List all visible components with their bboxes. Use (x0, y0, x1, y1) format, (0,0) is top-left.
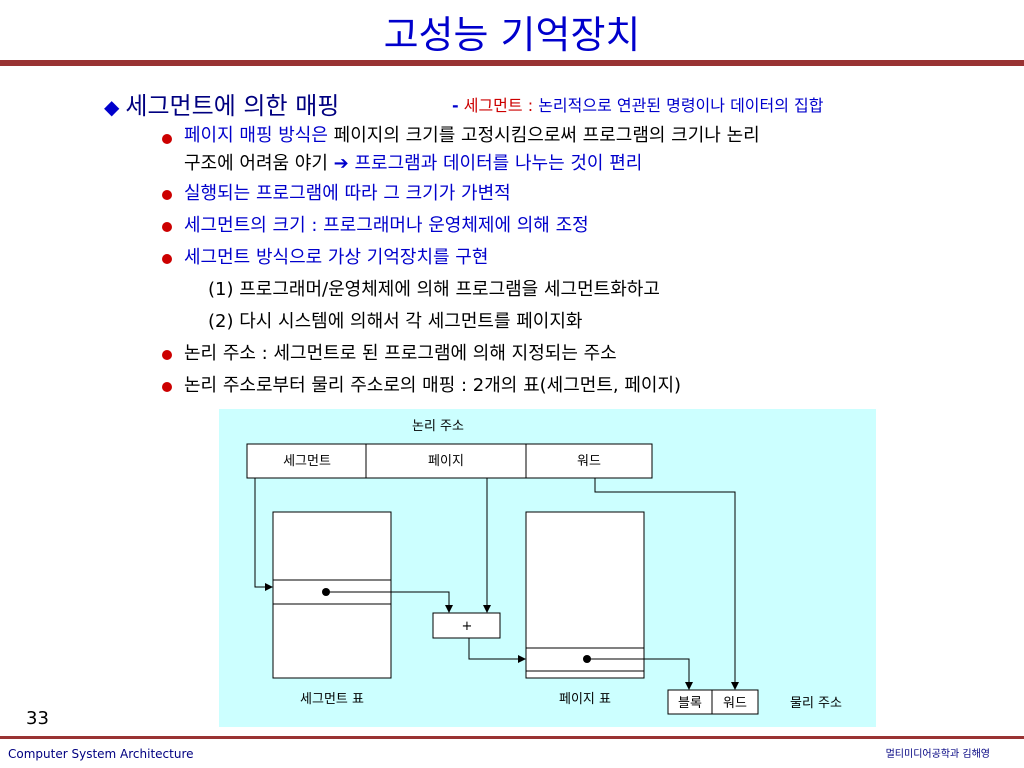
note-description: 논리적으로 연관된 명령이나 데이터의 집합 (538, 96, 824, 115)
red-dot-bullet-icon (162, 190, 172, 200)
segment-definition-note: - 세그먼트 : 논리적으로 연관된 명령이나 데이터의 집합 (452, 92, 824, 116)
list-item: 논리 주소로부터 물리 주소로의 매핑 : 2개의 표(세그먼트, 페이지) (160, 370, 980, 402)
red-dot-bullet-icon (162, 134, 172, 144)
page-field: 페이지 (428, 454, 464, 469)
item-text-line2: 구조에 어려움 야기 (184, 153, 334, 174)
adder-to-page-table-arrow (468, 638, 526, 663)
segment-to-table-arrow (254, 478, 273, 591)
list-item: 페이지 매핑 방식은 페이지의 크기를 고정시킴으로써 프로그램의 크기나 논리… (160, 122, 980, 178)
item-text: 논리 주소로부터 물리 주소로의 매핑 : 2개의 표(세그먼트, 페이지) (184, 375, 682, 396)
physical-address-box (667, 689, 759, 715)
page-number: 33 (26, 708, 49, 729)
bullet-list: 페이지 매핑 방식은 페이지의 크기를 고정시킴으로써 프로그램의 크기나 논리… (160, 122, 980, 402)
physical-word-field: 워드 (723, 696, 747, 711)
word-field-arrow (594, 478, 739, 690)
red-dot-bullet-icon (162, 350, 172, 360)
title-divider (0, 60, 1024, 66)
segment-table-label: 세그먼트 표 (300, 692, 364, 707)
item-text: 논리 주소 : 세그먼트로 된 프로그램에 의해 지정되는 주소 (184, 343, 617, 364)
address-mapping-diagram: 논리 주소 세그먼트 페이지 워드 세그먼트 표 페이지 표 + 블록 워드 물… (219, 409, 876, 727)
list-item: 세그먼트의 크기 : 프로그래머나 운영체제에 의해 조정 (160, 210, 980, 242)
item-highlight-line2: 프로그램과 데이터를 나누는 것이 편리 (348, 153, 643, 174)
main-bullet-text: 세그먼트에 의한 매핑 (125, 92, 340, 120)
adder-box (432, 612, 501, 639)
page-table (525, 511, 645, 679)
list-item: 세그먼트 방식으로 가상 기억장치를 구현 (160, 242, 980, 274)
sub-item: (2) 다시 시스템에 의해서 각 세그먼트를 페이지화 (208, 311, 583, 332)
item-text: 세그먼트 방식으로 가상 기억장치를 구현 (184, 247, 489, 268)
segment-field: 세그먼트 (283, 454, 331, 469)
right-arrow-icon: ➔ (333, 153, 349, 174)
item-text: 세그먼트의 크기 : 프로그래머나 운영체제에 의해 조정 (184, 215, 589, 236)
red-dot-bullet-icon (162, 382, 172, 392)
red-dot-bullet-icon (162, 254, 172, 264)
slide-title: 고성능 기억장치 (383, 13, 641, 57)
item-text: 페이지의 크기를 고정시킴으로써 프로그램의 크기나 논리 (327, 125, 760, 146)
block-field: 블록 (678, 696, 702, 711)
segment-table (272, 511, 392, 679)
adder-symbol: + (462, 619, 473, 634)
list-item: 실행되는 프로그램에 따라 그 크기가 가변적 (160, 178, 980, 210)
footer-divider (0, 736, 1024, 739)
list-item: 논리 주소 : 세그먼트로 된 프로그램에 의해 지정되는 주소 (160, 338, 980, 370)
word-field: 워드 (577, 454, 601, 469)
footer-course: Computer System Architecture (8, 747, 194, 761)
logical-address-label: 논리 주소 (412, 419, 464, 434)
note-dash: - (452, 96, 459, 115)
footer-author: 멀티미디어공학과 김해영 (885, 749, 990, 760)
diamond-bullet-icon: ◆ (104, 95, 120, 119)
physical-address-label: 물리 주소 (790, 696, 842, 711)
page-table-label: 페이지 표 (559, 692, 611, 707)
logical-address-box (246, 443, 653, 479)
item-text: 실행되는 프로그램에 따라 그 크기가 가변적 (184, 183, 511, 204)
sub-item: (1) 프로그래머/운영체제에 의해 프로그램을 세그먼트화하고 (208, 279, 660, 300)
note-term: 세그먼트 : (463, 96, 534, 115)
segment-entry-arrow (326, 591, 453, 613)
red-dot-bullet-icon (162, 222, 172, 232)
page-entry-to-block-arrow (587, 658, 693, 690)
item-highlight: 페이지 매핑 방식은 (184, 125, 328, 146)
main-bullet: ◆세그먼트에 의한 매핑 - 세그먼트 : 논리적으로 연관된 명령이나 데이터… (104, 86, 824, 121)
